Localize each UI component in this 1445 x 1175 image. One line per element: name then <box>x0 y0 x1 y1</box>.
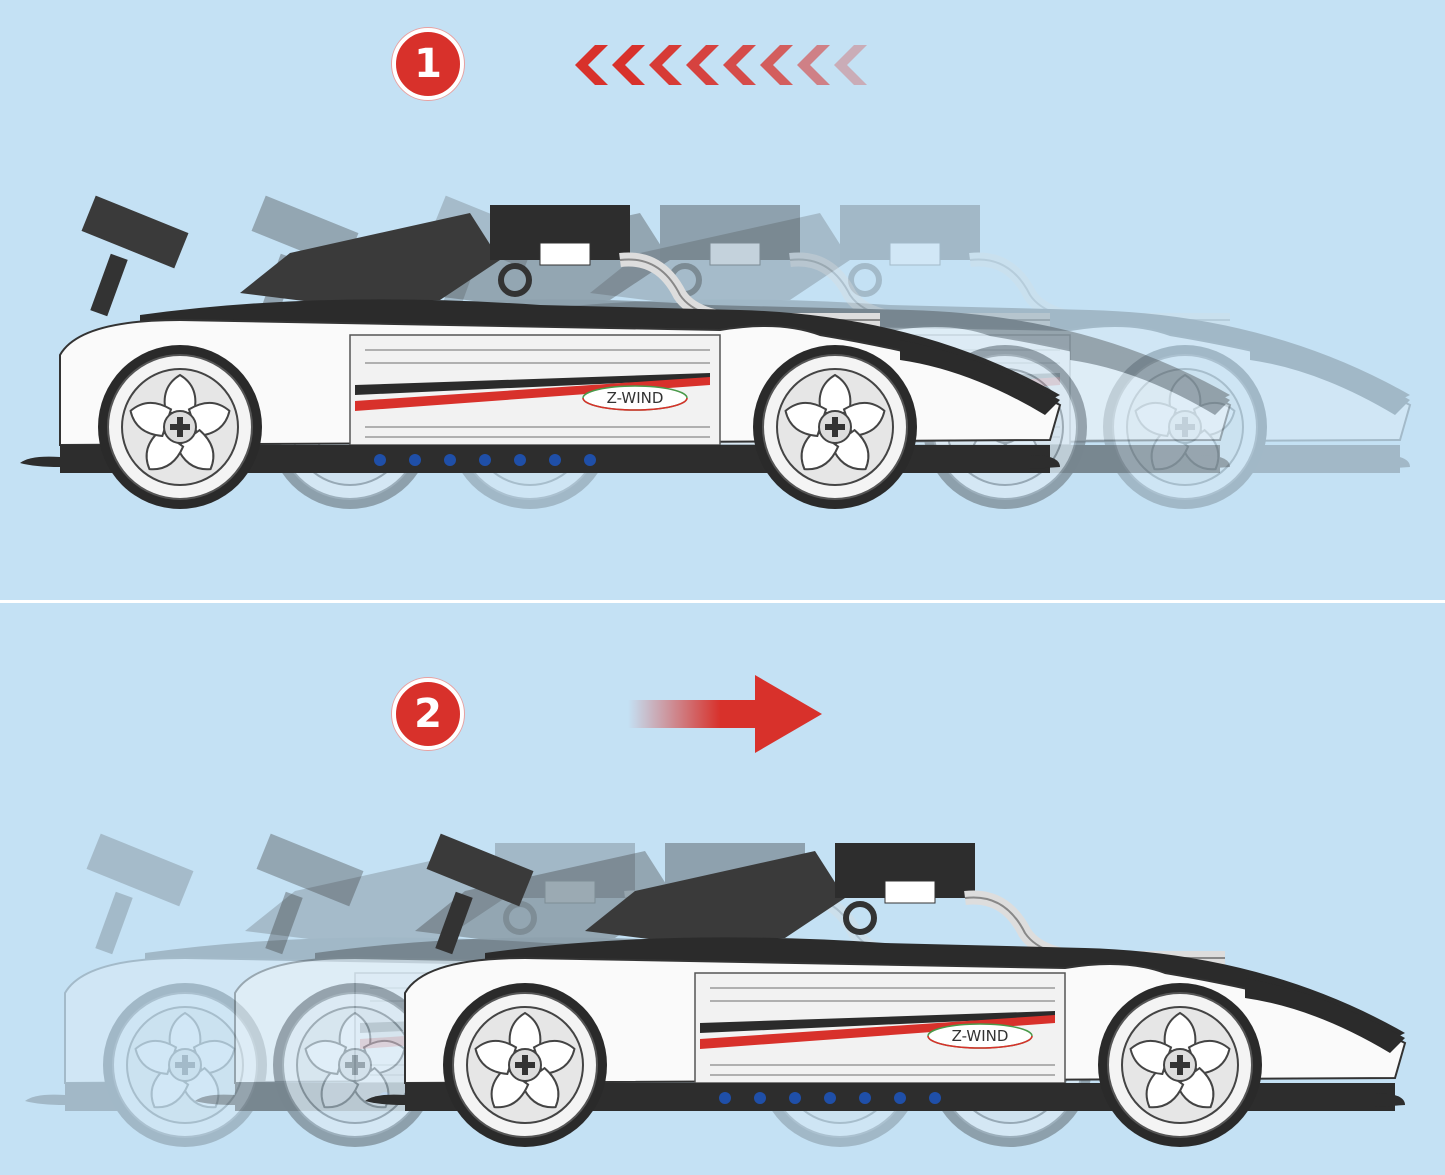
pull-back-chevrons <box>575 45 867 85</box>
car-step-2 <box>365 834 1405 1147</box>
car-label-2: Z-WIND <box>952 1027 1009 1045</box>
forward-arrow <box>628 675 822 753</box>
car-label-1: Z-WIND <box>607 389 664 407</box>
step-1-badge: 1 <box>392 28 464 100</box>
step-2-badge: 2 <box>392 678 464 750</box>
section-divider <box>0 600 1445 603</box>
